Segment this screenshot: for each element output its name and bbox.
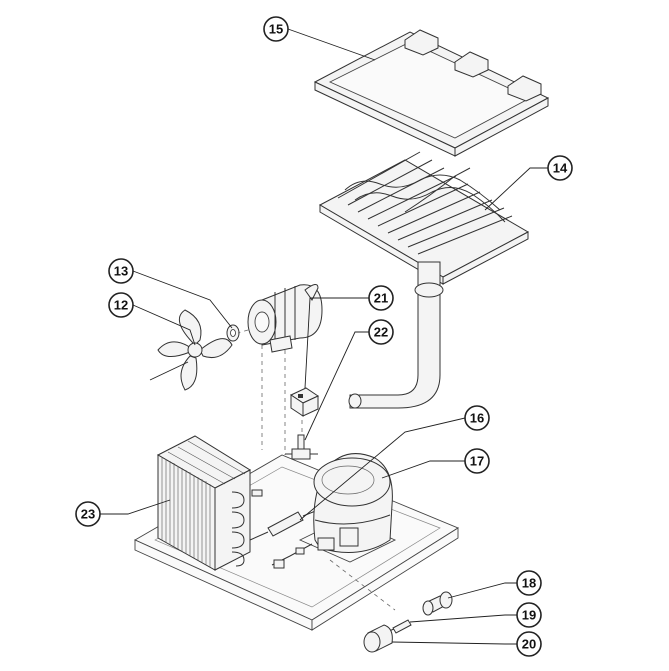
condenser-return-bends [231,489,263,567]
part-22-valve [285,434,318,460]
callout-16: 16 [464,405,490,431]
callout-13-label: 13 [114,264,128,279]
leader-lines [100,28,548,645]
callout-19-label: 19 [522,608,536,623]
part-17-compressor [271,453,397,566]
part-14-evaporator [318,151,530,285]
callout-17: 17 [464,448,490,474]
part-21-solenoid-coil [289,387,320,417]
callout-22-label: 22 [374,325,388,340]
callout-14: 14 [547,155,573,181]
callout-12: 12 [108,292,134,318]
callout-21-label: 21 [374,291,388,306]
part-15-tray [313,29,550,157]
callout-16-label: 16 [470,411,484,426]
callout-15: 15 [263,16,289,42]
part-18-fitting [422,591,453,616]
callout-18-label: 18 [522,576,536,591]
callout-20: 20 [516,631,542,657]
part-19-valve-core [388,619,412,634]
callout-13: 13 [108,258,134,284]
callout-18: 18 [516,570,542,596]
part-12-fan-blade [149,309,233,391]
evaporator-tubes [337,151,513,255]
callout-12-label: 12 [114,298,128,313]
callout-22: 22 [368,319,394,345]
fan-motor [237,284,323,353]
suction-pipe [348,261,444,409]
callout-23-label: 23 [81,507,95,522]
callout-20-label: 20 [522,637,536,652]
part-23-condenser [156,435,263,571]
part-20-cap [363,624,393,653]
callout-14-label: 14 [553,161,568,176]
callout-23: 23 [75,501,101,527]
callout-15-label: 15 [269,22,283,37]
callout-19: 19 [516,602,542,628]
callout-21: 21 [368,285,394,311]
condenser-fins [161,440,246,567]
part-13-nut [226,324,240,342]
compressor-fittings [273,547,305,569]
callout-17-label: 17 [470,454,484,469]
